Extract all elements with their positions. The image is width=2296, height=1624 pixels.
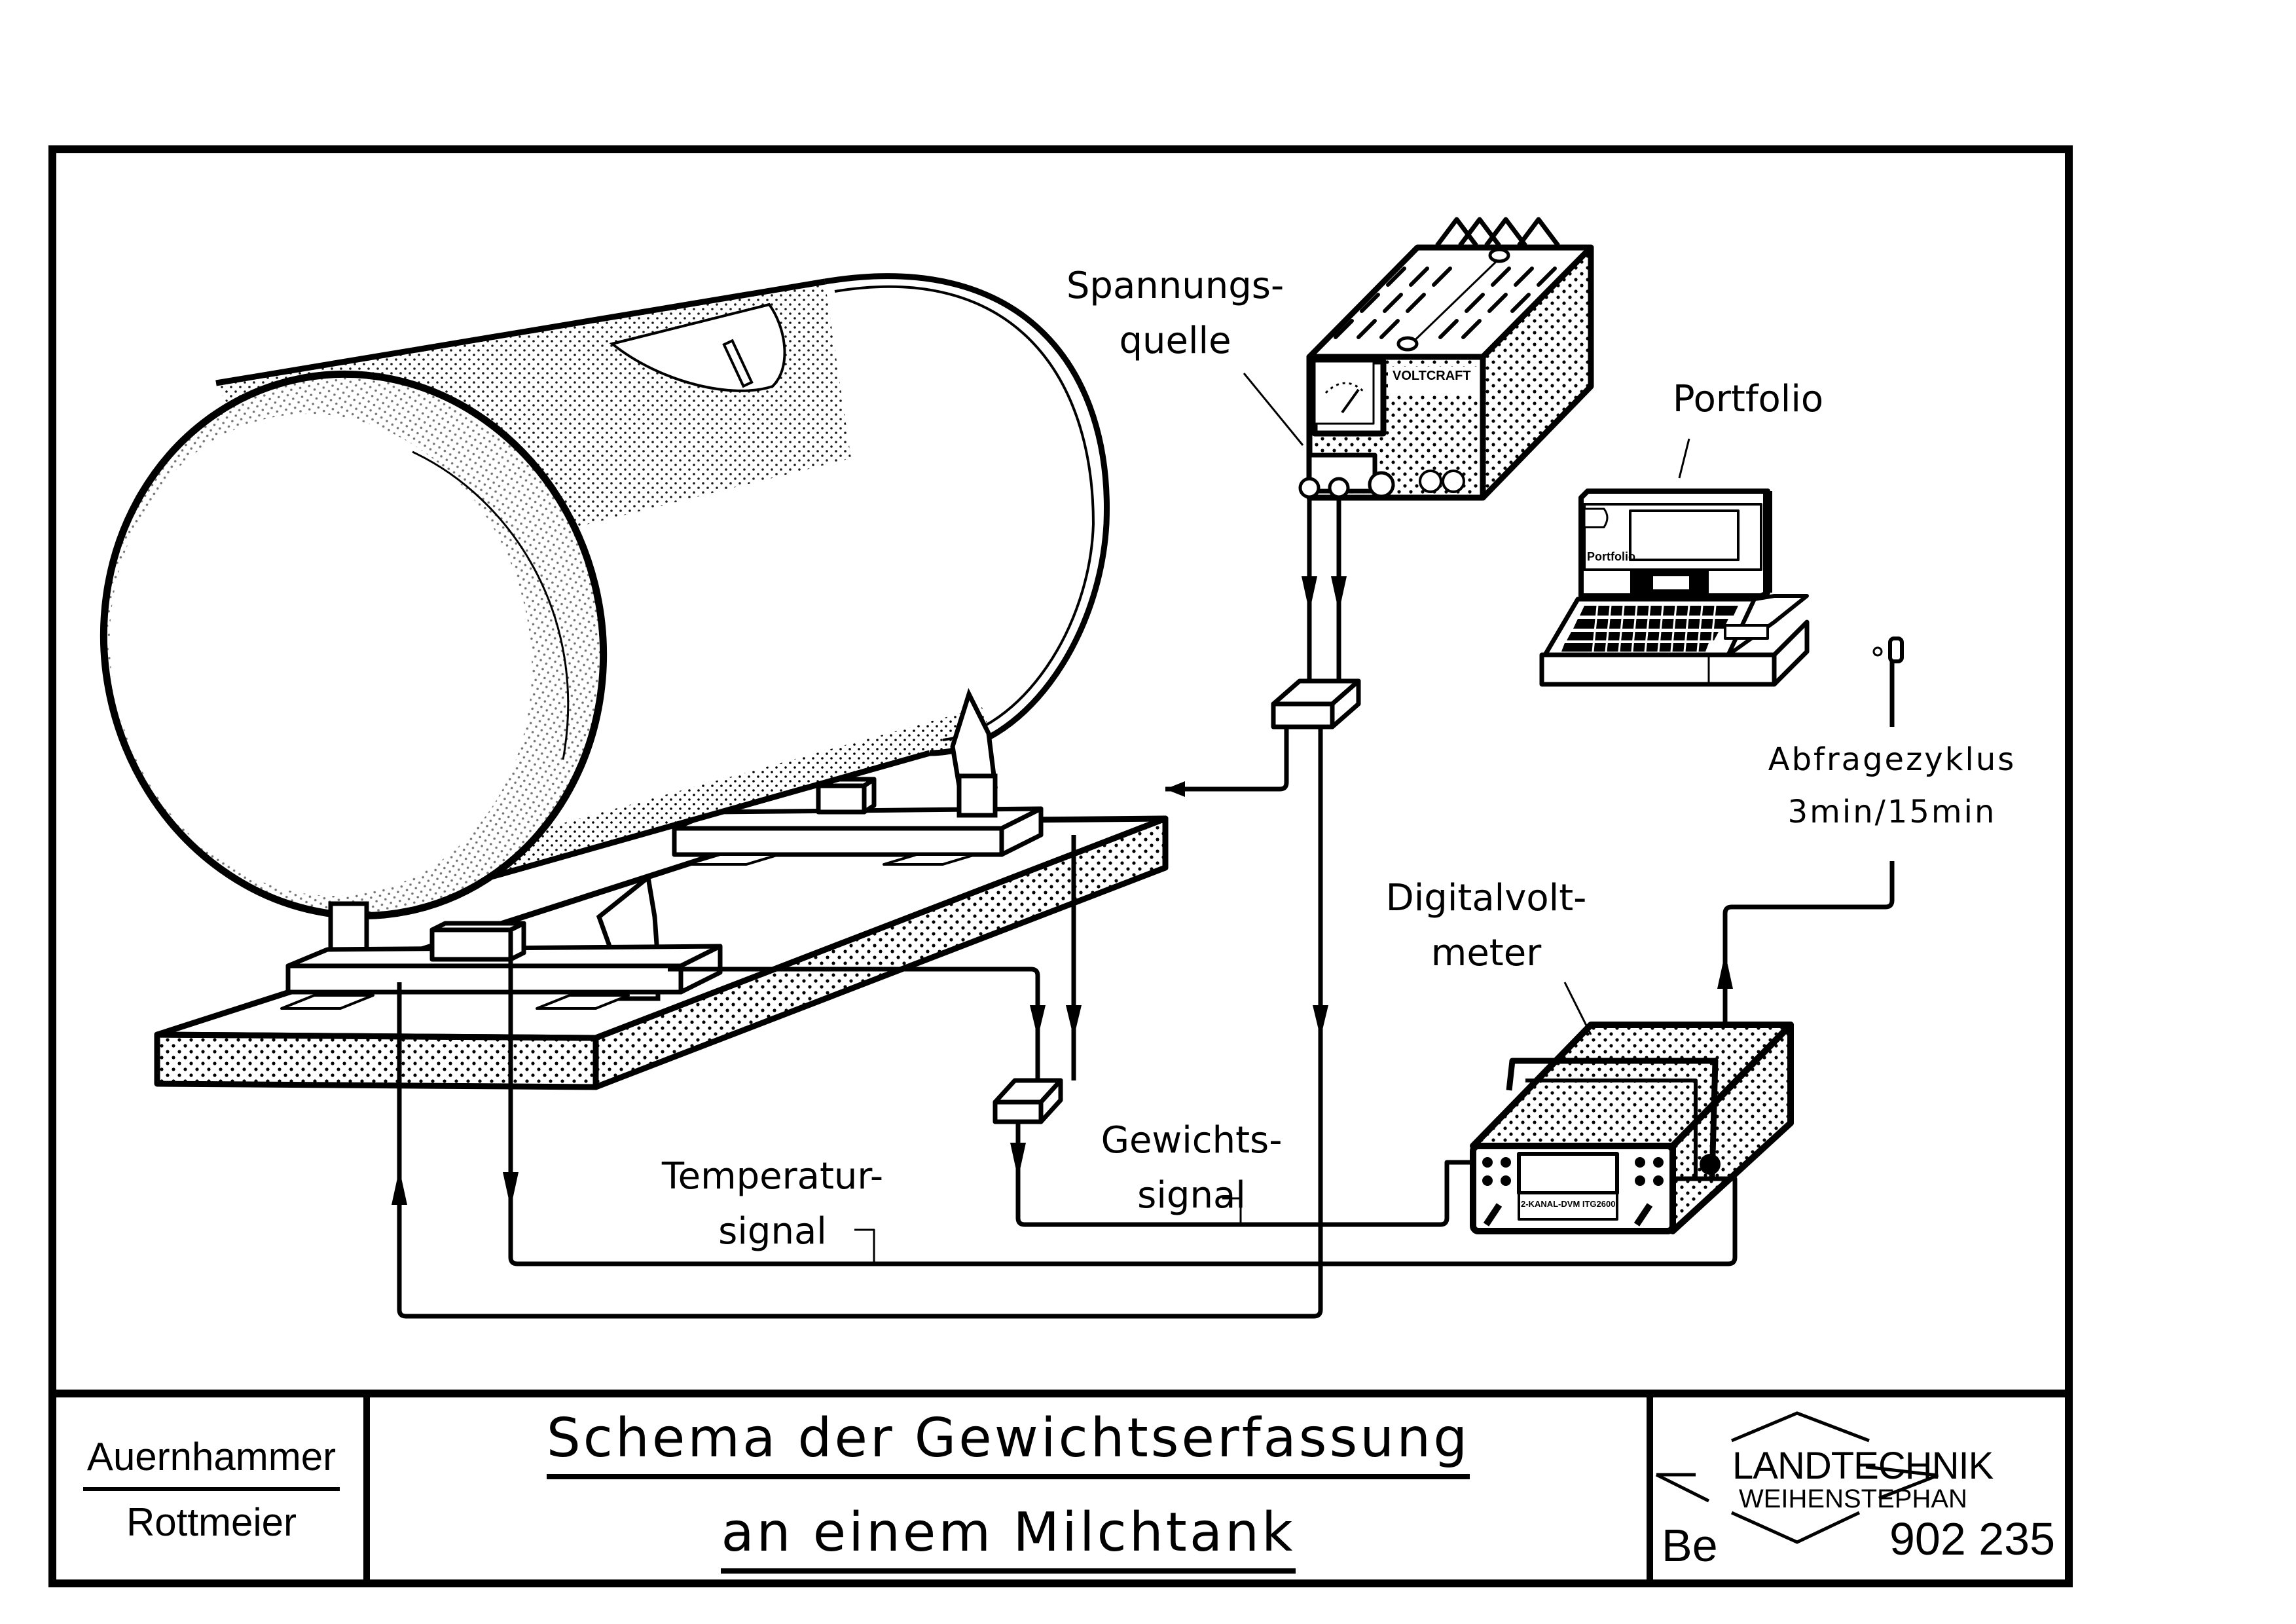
label-temperature-signal: Temperatur- signal: [622, 1149, 923, 1259]
signal-arrows: [392, 576, 1733, 1208]
label-power-supply: Spannungs- quelle: [1048, 259, 1303, 369]
wire-box-to-tank: [1165, 727, 1289, 792]
title-block-title: Schema der Gewichtserfassung an einem Mi…: [371, 1401, 1646, 1578]
wire-box-to-front: [397, 727, 1323, 1319]
leader-weight: [1222, 1197, 1242, 1225]
leader-temperature: [854, 1228, 875, 1264]
arrow-temperature: [503, 1172, 519, 1208]
arrow-supply-2: [1331, 576, 1347, 612]
label-weight-signal-line2: signal: [1137, 1174, 1246, 1217]
voltmeter-model: 2-KANAL-DVM ITG2600: [1521, 1199, 1616, 1209]
label-weight-signal-line1: Gewichts-: [1101, 1119, 1283, 1162]
label-digital-voltmeter-line1: Digitalvolt-: [1385, 877, 1587, 919]
power-supply: [1298, 217, 1594, 501]
label-temperature-signal-line1: Temperatur-: [661, 1155, 884, 1198]
drawing-title-line2: an einem Milchtank: [721, 1500, 1296, 1574]
digital-voltmeter: [1470, 1022, 1794, 1234]
junction-box-signal: [993, 1078, 1063, 1124]
arrow-dvm-portfolio: [1717, 953, 1733, 989]
wiring: [397, 373, 1895, 1319]
arrow-box-down: [1313, 1005, 1328, 1038]
power-supply-brand: VOLTCRAFT: [1393, 369, 1471, 383]
label-temperature-signal-line2: signal: [718, 1210, 827, 1253]
portfolio-computer: [1539, 489, 1904, 687]
arrow-supply-1: [1302, 576, 1317, 612]
junction-box-supply: [1271, 678, 1361, 729]
label-portfolio: Portfolio: [1672, 378, 1824, 420]
author-secondary: Rottmeier: [126, 1500, 297, 1544]
arrow-front-up: [392, 1169, 407, 1205]
wire-temperature: [508, 959, 1738, 1266]
label-power-supply-line2: quelle: [1119, 320, 1231, 362]
label-weight-signal: Gewichts- signal: [1080, 1113, 1303, 1223]
label-digital-voltmeter: Digitalvolt- meter: [1362, 871, 1611, 981]
arrow-signal-dvm: [1010, 1143, 1026, 1179]
label-polling-cycle-line2: 3min/15min: [1787, 794, 1997, 830]
drawing-frame: [48, 145, 2073, 1587]
drawing-number: 902 235: [1889, 1513, 2056, 1564]
institute-location: WEIHENSTEPHAN: [1739, 1485, 1967, 1513]
milk-tank: [100, 273, 1110, 1001]
drawing-code-prefix: Be: [1662, 1520, 1718, 1571]
title-block-authors: Auernhammer Rottmeier: [60, 1401, 363, 1578]
label-polling-cycle-line1: Abfragezyklus: [1768, 741, 2016, 778]
label-digital-voltmeter-line2: meter: [1430, 932, 1542, 974]
wire-signal-dvm: [1015, 1122, 1473, 1227]
wire-front-signal: [668, 967, 1040, 1080]
leader-dvm: [1563, 982, 1592, 1035]
wire-dvm-portfolio: [1722, 861, 1895, 1025]
leader-power-supply: [1243, 373, 1304, 446]
load-cell-rear: [672, 777, 1044, 866]
institute-logo: [1655, 1411, 1939, 1544]
label-power-supply-line1: Spannungs-: [1066, 265, 1285, 307]
arrow-rear-signal: [1066, 1005, 1082, 1038]
load-cell-front: [280, 921, 723, 1010]
label-polling-cycle: Abfragezyklus 3min/15min: [1761, 733, 2023, 838]
drawing-title-line1: Schema der Gewichtserfassung: [546, 1406, 1470, 1479]
arrow-to-tank: [1165, 781, 1185, 797]
institute-name: LANDTECHNIK: [1732, 1445, 1994, 1487]
title-block-institute: LANDTECHNIK WEIHENSTEPHAN Be 902 235: [1654, 1401, 2065, 1578]
computer-brand: Portfolio: [1587, 550, 1635, 563]
arrow-front-signal: [1030, 1005, 1046, 1038]
author-primary: Auernhammer: [82, 1431, 340, 1491]
leader-portfolio: [1678, 438, 1690, 479]
